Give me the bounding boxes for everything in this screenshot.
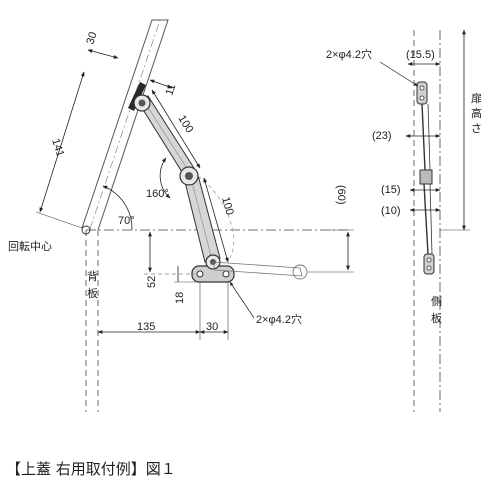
- bottom-bracket: [191, 254, 235, 283]
- svg-text:背: 背: [87, 269, 98, 283]
- svg-text:(23): (23): [372, 130, 392, 142]
- dim-door-height: 扉 高 さ: [440, 29, 482, 231]
- lid-panel: [81, 19, 169, 231]
- svg-text:100: 100: [175, 113, 195, 135]
- back-panel-label: 背 板: [87, 269, 98, 300]
- stay-lower-arm: [183, 174, 221, 263]
- dim-100-lower: 100: [203, 177, 236, 263]
- svg-text:(15.5): (15.5): [406, 49, 435, 61]
- side-panel: [413, 30, 441, 412]
- svg-text:さ: さ: [471, 122, 482, 135]
- svg-text:回転中心: 回転中心: [8, 240, 52, 253]
- svg-text:(10): (10): [381, 205, 401, 217]
- dim-52: 52: [144, 231, 194, 288]
- back-panel: [85, 230, 99, 412]
- svg-text:(60): (60): [335, 185, 347, 205]
- dim-30-bottom: 30: [199, 282, 229, 340]
- svg-text:100: 100: [219, 196, 236, 217]
- figure-caption: 【上蓋 右用取付例】図１: [6, 460, 176, 478]
- pivot-center: 回転中心: [8, 225, 91, 253]
- side-panel-label: 側 板: [431, 295, 442, 325]
- svg-text:板: 板: [87, 286, 98, 300]
- svg-text:30: 30: [84, 31, 99, 46]
- svg-text:側: 側: [431, 295, 442, 308]
- holes-callout-bottom: 2×φ4.2穴: [229, 281, 302, 326]
- dim-23: (23): [372, 130, 441, 142]
- angle-70: 70°: [102, 185, 135, 231]
- svg-text:30: 30: [206, 321, 218, 333]
- side-bottom-plate: [423, 253, 435, 275]
- dim-141: 141: [35, 71, 85, 229]
- side-top-plate: [416, 81, 428, 105]
- closed-position-ghost: [197, 175, 308, 280]
- svg-text:高: 高: [471, 106, 482, 120]
- svg-text:2×φ4.2穴: 2×φ4.2穴: [326, 47, 372, 61]
- svg-text:板: 板: [431, 311, 442, 325]
- svg-text:141: 141: [49, 137, 66, 158]
- svg-text:18: 18: [174, 292, 186, 304]
- dim-10: (10): [381, 205, 441, 217]
- holes-callout-top: 2×φ4.2穴: [326, 47, 419, 87]
- svg-text:160°: 160°: [146, 188, 169, 200]
- svg-text:70°: 70°: [118, 215, 135, 227]
- side-arm: [419, 103, 433, 255]
- dim-135: 135: [97, 282, 201, 340]
- svg-text:2×φ4.2穴: 2×φ4.2穴: [256, 312, 302, 326]
- svg-text:(15): (15): [381, 184, 401, 196]
- svg-text:52: 52: [146, 276, 158, 288]
- angle-160: 160°: [146, 157, 171, 200]
- dim-60: (60): [308, 185, 354, 273]
- stay-joints: [133, 94, 199, 186]
- dim-15-5: (15.5): [406, 49, 441, 66]
- dim-15: (15): [381, 184, 441, 196]
- svg-text:扉: 扉: [471, 92, 482, 105]
- svg-text:11: 11: [163, 82, 178, 97]
- dim-30-top: 30: [84, 31, 119, 59]
- svg-text:135: 135: [137, 321, 155, 333]
- dim-18: 18: [174, 266, 196, 304]
